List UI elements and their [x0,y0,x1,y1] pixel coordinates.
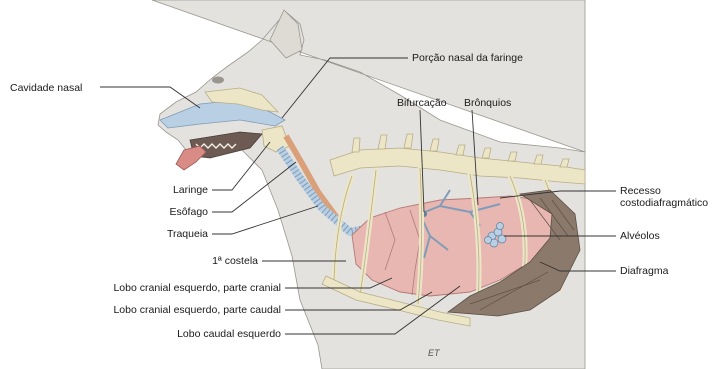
label-laringe: Laringe [150,184,208,196]
label-diafragma: Diafragma [620,265,668,277]
label-recesso-line1: Recesso [620,185,661,197]
label-lobo-cranial-parte-cranial: Lobo cranial esquerdo, parte cranial [40,282,281,294]
label-recesso-line2: costodiafragmático [620,197,708,209]
label-primeira-costela: 1ª costela [200,255,258,267]
label-alveolos: Alvéolos [620,230,660,242]
tongue-shape [176,146,206,170]
label-lobo-cranial-parte-caudal: Lobo cranial esquerdo, parte caudal [40,304,281,316]
artist-signature: ET [428,347,440,359]
label-lobo-caudal: Lobo caudal esquerdo [40,328,281,340]
label-cavidade-nasal: Cavidade nasal [10,82,82,94]
label-esofago: Esôfago [150,206,208,218]
label-porcao-nasal-faringe: Porção nasal da faringe [412,52,523,64]
eye-shape [212,77,224,84]
label-bronquios: Brônquios [464,97,511,109]
label-bifurcacao: Bifurcação [397,97,447,109]
label-traqueia: Traqueia [150,228,208,240]
